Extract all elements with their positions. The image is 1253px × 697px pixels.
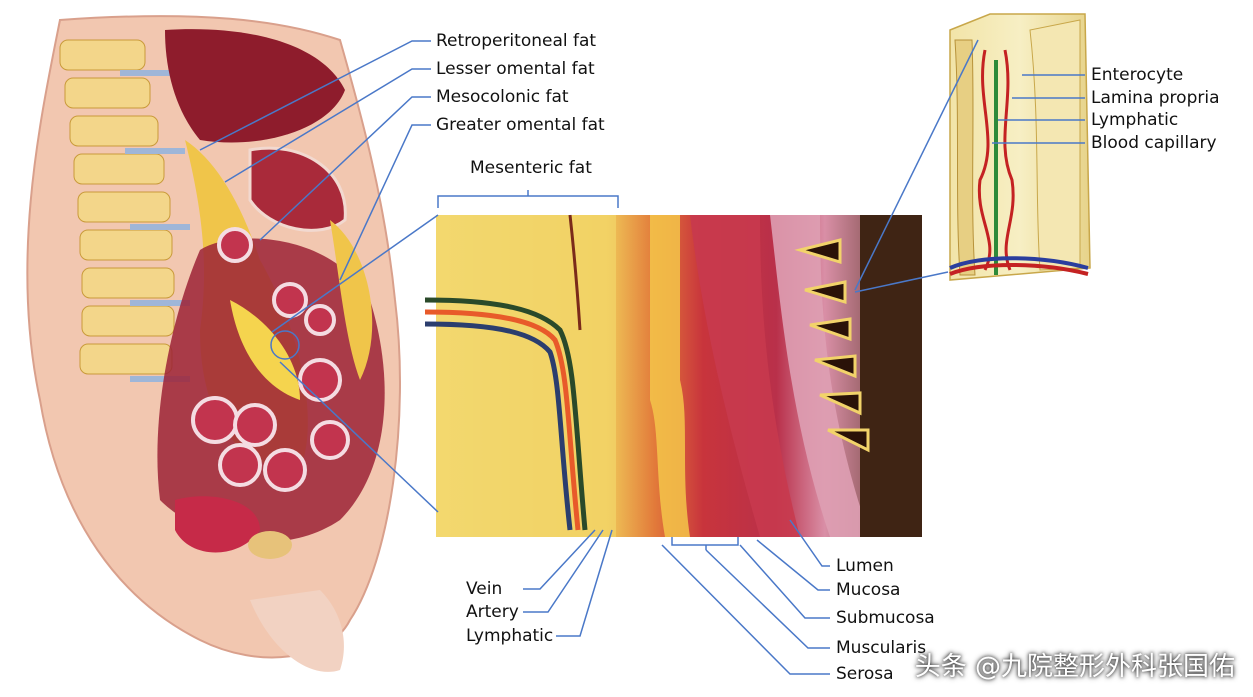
villus-enterocyte-wall	[954, 39, 976, 276]
mesentery-magnify-circle	[270, 330, 300, 360]
liver	[165, 29, 345, 143]
label-muscularis: Muscularis	[836, 638, 927, 658]
label-retroperitoneal-fat: Retroperitoneal fat	[436, 31, 597, 51]
stomach	[248, 146, 347, 232]
lumen-zone	[860, 215, 922, 537]
label-blood-capillary: Blood capillary	[1091, 133, 1217, 153]
submucosa-band	[690, 215, 800, 537]
label-greater-omental-fat: Greater omental fat	[436, 115, 605, 135]
label-serosa: Serosa	[836, 664, 894, 684]
villus-right-wall	[1029, 19, 1081, 271]
intestine-loops	[191, 227, 350, 492]
serosa-band	[650, 215, 690, 537]
label-lesser-omental-fat: Lesser omental fat	[436, 59, 595, 79]
villus-blood-capillary	[977, 49, 1015, 271]
label-lamina-propria: Lamina propria	[1091, 88, 1220, 108]
wall-villi	[794, 238, 870, 453]
legs-outline	[250, 590, 344, 672]
pelvic-structure	[248, 531, 292, 559]
villus-illustration	[949, 13, 1091, 281]
leader-lines	[199, 39, 1085, 675]
abdomen-section-illustration	[26, 15, 401, 672]
mesenteric-fat-zone	[436, 215, 616, 537]
greater-omentum-fat	[330, 220, 373, 380]
label-vein: Vein	[466, 579, 503, 599]
spine	[59, 39, 190, 382]
layer-bracket-muscularis	[671, 537, 739, 550]
label-lymphatic-villus: Lymphatic	[1091, 110, 1179, 130]
label-enterocyte: Enterocyte	[1091, 65, 1184, 85]
label-artery: Artery	[466, 602, 519, 622]
label-mesenteric-fat: Mesenteric fat	[470, 158, 592, 178]
mucosa-band	[770, 215, 870, 537]
mesentery-fat	[230, 300, 300, 400]
label-lumen: Lumen	[836, 556, 894, 576]
bladder	[175, 496, 260, 553]
label-mucosa: Mucosa	[836, 580, 901, 600]
intestinal-wall-illustration	[424, 190, 922, 550]
label-lymphatic-vessel: Lymphatic	[466, 626, 554, 646]
watermark: 头条 @九院整形外科张国佑	[914, 652, 1235, 682]
mesenteric-vessels	[424, 214, 588, 531]
mesenteric-fat-bracket	[437, 190, 619, 208]
label-submucosa: Submucosa	[836, 608, 935, 628]
villus-base-vessels	[949, 256, 1089, 270]
label-mesocolonic-fat: Mesocolonic fat	[436, 87, 569, 107]
